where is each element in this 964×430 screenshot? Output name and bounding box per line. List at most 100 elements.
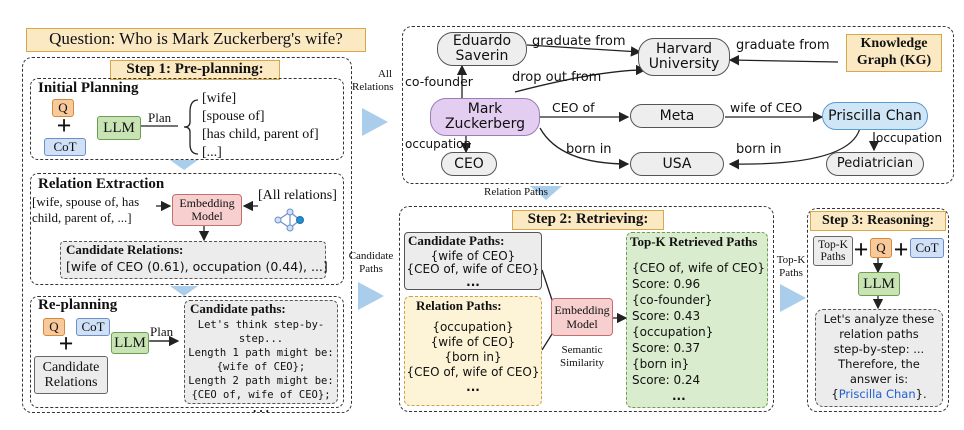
- question-box: Question: Who is Mark Zuckerberg's wife?: [26, 28, 366, 52]
- embedding-model-box: Embedding Model: [172, 194, 242, 226]
- kg-edge-label: born in: [566, 142, 612, 157]
- big-arrow-kg-to-step2: [530, 186, 562, 200]
- step2-title: Step 2: Retrieving:: [512, 210, 664, 230]
- arrow-label-all-relations: All Relations: [352, 68, 394, 93]
- relation-input-text: [wife, spouse of, has child, parent of, …: [32, 194, 140, 225]
- topk-lines: {CEO of, wife of CEO} Score: 0.96 {co-fo…: [632, 260, 765, 404]
- topk-line: Score: 0.37: [632, 341, 701, 355]
- relation-paths-box: [404, 296, 542, 406]
- plan-label: Plan: [150, 324, 174, 339]
- reasoning-answer-line: {Priscilla Chan}.: [831, 387, 927, 401]
- answer-text: Priscilla Chan: [838, 387, 916, 401]
- reasoning-line: Therefore, the: [838, 357, 920, 371]
- topk-line: ...: [672, 389, 686, 403]
- kg-edge-label: graduate from: [532, 34, 626, 49]
- graph-icon: [274, 208, 304, 232]
- candidate-relations-heading: Candidate Relations:: [66, 242, 184, 257]
- topk-line: {CEO of, wife of CEO}: [632, 261, 766, 275]
- reasoning-line: step-by-step: ...: [833, 342, 925, 356]
- topk-line: Score: 0.96: [632, 277, 701, 291]
- candidate-relations-text: [wife of CEO (0.61), occupation (0.44), …: [66, 259, 328, 274]
- big-arrow-extraction-down: [170, 286, 198, 296]
- kg-node-priscilla: Priscilla Chan: [822, 102, 928, 130]
- kg-edge-label: occupation: [405, 137, 472, 151]
- relation-paths-heading: Relation Paths:: [416, 298, 502, 313]
- llm-box: LLM: [97, 116, 141, 140]
- relation-extraction-panel: [30, 173, 344, 285]
- candidate-path-line: ...: [466, 275, 480, 289]
- big-arrow-kg-to-step1: [362, 108, 388, 136]
- q-tag: Q: [43, 318, 65, 336]
- initial-planning-heading: Initial Planning: [38, 80, 139, 96]
- candidate-paths-lines: Let's think step-by-step... Length 1 pat…: [186, 318, 336, 416]
- kg-node-ceo: CEO: [441, 152, 497, 176]
- big-arrow-step1-to-step2: [358, 282, 384, 310]
- llm-box: LLM: [111, 332, 149, 354]
- topk-line: {born in}: [632, 357, 690, 371]
- arrow-label-candidate-paths: Candidate Paths: [348, 250, 394, 275]
- candidate-path-line: Length 2 path might be:: [188, 375, 334, 387]
- kg-title: Knowledge Graph (KG): [846, 34, 942, 72]
- step3-title: Step 3: Reasoning:: [810, 211, 946, 231]
- candidate-paths-box: [404, 232, 542, 290]
- candidate-relations-box: [60, 241, 326, 279]
- relation-path-line: ...: [466, 380, 480, 394]
- candidate-path-line: {CEO of, wife of CEO}: [406, 262, 540, 276]
- topk-line: Score: 0.24: [632, 373, 701, 387]
- candidate-path-line: Let's think step-by-step...: [197, 319, 325, 345]
- relation-path-line: {wife of CEO}: [430, 335, 516, 349]
- candidate-relations-tag: Candidate Relations: [34, 356, 108, 394]
- kg-edge-label: occupation: [876, 131, 943, 145]
- q-tag: Q: [52, 99, 74, 117]
- big-arrow-planning-down: [170, 160, 198, 170]
- relation-path-line: {born in}: [444, 350, 502, 364]
- relation-path-line: {CEO of, wife of CEO}: [406, 365, 540, 379]
- plan-list: [wife] [spouse of] [has child, parent of…: [202, 90, 319, 162]
- plan-item: [wife]: [202, 91, 237, 106]
- kg-edge-label: co-founder: [405, 74, 473, 89]
- topk-line: Score: 0.43: [632, 309, 701, 323]
- kg-node-harvard: Harvard University: [638, 38, 730, 76]
- replanning-heading: Re-planning: [38, 297, 118, 313]
- all-relations-text: [All relations]: [258, 188, 337, 203]
- kg-panel: [402, 26, 954, 184]
- candidate-path-line: {wife of CEO}: [430, 249, 516, 263]
- kg-node-eduardo: Eduardo Saverin: [437, 32, 527, 66]
- reasoning-line: Let's analyze these: [823, 312, 935, 326]
- relation-extraction-heading: Relation Extraction: [38, 176, 165, 192]
- replanning-panel: [30, 296, 344, 408]
- kg-edge-label: drop out from: [512, 70, 602, 85]
- q-tag: Q: [870, 238, 892, 258]
- semantic-similarity-label: Semantic Similarity: [560, 344, 604, 369]
- step1-title: Step 1: Pre-planning:: [110, 60, 280, 80]
- cot-tag: CoT: [76, 318, 110, 336]
- relation-path-line: {occupation}: [432, 320, 514, 334]
- step2-panel: [399, 206, 774, 412]
- candidate-path-line: ...: [251, 403, 271, 415]
- plan-item: [has child, parent of]: [202, 127, 319, 142]
- plan-item: [...]: [202, 145, 222, 160]
- kg-node-meta: Meta: [630, 104, 724, 128]
- candidate-paths-heading: Candidate Paths:: [408, 233, 505, 248]
- llm-box: LLM: [858, 272, 900, 296]
- plan-item: [spouse of]: [202, 109, 265, 124]
- candidate-paths-panel: [184, 300, 338, 404]
- candidate-paths-heading: Candidate paths:: [190, 301, 286, 316]
- topk-line: {co-founder}: [632, 293, 713, 307]
- plus-icon: +: [893, 235, 909, 264]
- arrow-label-relation-paths: Relation Paths: [484, 186, 548, 198]
- plan-label: Plan: [148, 110, 172, 125]
- big-arrow-step2-to-step3: [780, 284, 806, 312]
- candidate-path-line: {wife of CEO};: [216, 361, 306, 373]
- topk-paths-tag: Top-K Paths: [813, 236, 853, 266]
- question-text: Question: Who is Mark Zuckerberg's wife?: [49, 29, 343, 48]
- reasoning-line: relation paths: [839, 327, 919, 341]
- topk-line: {occupation}: [632, 325, 714, 339]
- plus-icon: +: [58, 329, 74, 358]
- kg-node-usa: USA: [630, 152, 724, 176]
- candidate-paths-lines: {wife of CEO} {CEO of, wife of CEO} ...: [404, 250, 542, 289]
- topk-retrieved-panel: [626, 232, 768, 408]
- topk-heading: Top-K Retrieved Paths: [630, 234, 758, 249]
- embedding-model-box: Embedding Model: [551, 298, 613, 336]
